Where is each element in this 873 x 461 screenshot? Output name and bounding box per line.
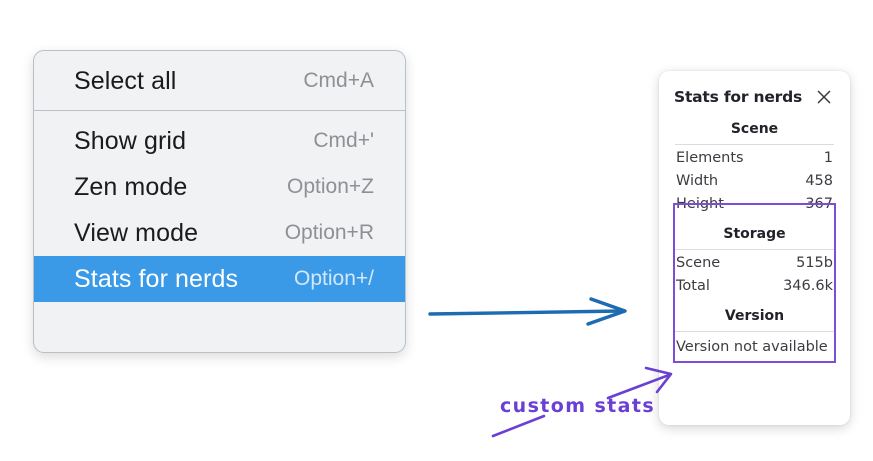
- stat-row: Width 458: [674, 169, 835, 192]
- menu-item-select-all[interactable]: Select all Cmd+A: [34, 58, 405, 104]
- stat-row: Height 367: [674, 192, 835, 215]
- menu-item-stats-for-nerds[interactable]: Stats for nerds Option+/: [34, 256, 405, 302]
- stats-panel-title: Stats for nerds: [674, 88, 803, 106]
- stat-row: Elements 1: [674, 146, 835, 169]
- stat-value: 515b: [796, 255, 833, 271]
- section-heading-scene: Scene: [730, 121, 779, 137]
- menu-group-2: Show grid Cmd+' Zen mode Option+Z View m…: [34, 111, 405, 322]
- menu-item-shortcut: Cmd+': [313, 129, 374, 152]
- menu-item-label: Show grid: [74, 126, 187, 155]
- menu-item-label: Zen mode: [74, 172, 188, 201]
- menu-separator: [34, 110, 405, 111]
- stat-key: Elements: [676, 150, 744, 166]
- stat-value: 367: [805, 196, 833, 212]
- section-divider: [675, 331, 834, 332]
- stats-sections: Scene Elements 1 Width 458 Height 367 St…: [673, 108, 836, 363]
- stats-for-nerds-panel: Stats for nerds Scene Elements 1 Width 4…: [659, 71, 850, 425]
- menu-item-label: View mode: [74, 218, 199, 247]
- stat-row: Scene 515b: [674, 251, 835, 274]
- stat-value: 1: [823, 150, 833, 166]
- menu-group-1: Select all Cmd+A: [34, 51, 405, 110]
- section-heading-storage: Storage: [723, 226, 786, 242]
- stat-key: Scene: [676, 255, 721, 271]
- stat-key: Width: [676, 173, 719, 189]
- menu-item-shortcut: Option+Z: [287, 175, 374, 198]
- section-divider: [675, 144, 834, 145]
- stats-panel-header: Stats for nerds: [674, 71, 835, 108]
- stat-key: Height: [676, 196, 724, 212]
- stat-row: Total 346.6k: [674, 274, 835, 297]
- close-icon[interactable]: [815, 88, 833, 106]
- context-menu[interactable]: Select all Cmd+A Show grid Cmd+' Zen mod…: [33, 50, 406, 353]
- blue-arrow-icon: [428, 297, 627, 326]
- stat-value: 346.6k: [783, 278, 833, 294]
- menu-item-label: Stats for nerds: [74, 264, 239, 293]
- menu-item-zen-mode[interactable]: Zen mode Option+Z: [34, 164, 405, 210]
- stat-key: Total: [676, 278, 710, 294]
- section-heading-version: Version: [724, 308, 785, 324]
- menu-item-shortcut: Cmd+A: [303, 69, 374, 92]
- menu-item-view-mode[interactable]: View mode Option+R: [34, 210, 405, 256]
- menu-item-show-grid[interactable]: Show grid Cmd+': [34, 118, 405, 164]
- version-note: Version not available: [676, 339, 828, 355]
- menu-footer-spacer: [34, 302, 405, 322]
- section-divider: [675, 249, 834, 250]
- menu-item-shortcut: Option+/: [294, 267, 374, 290]
- menu-item-shortcut: Option+R: [284, 221, 374, 244]
- stat-value: 458: [805, 173, 833, 189]
- menu-item-label: Select all: [74, 66, 177, 95]
- annotation-label-custom-stats: custom stats: [500, 395, 656, 417]
